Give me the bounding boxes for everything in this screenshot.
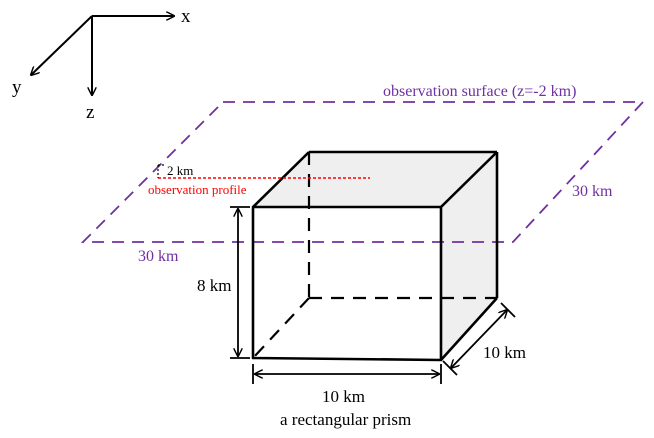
z-axis-label: z xyxy=(86,102,94,123)
prism-front-face xyxy=(251,205,443,362)
surface-width-label: 30 km xyxy=(138,248,179,265)
profile-offset-label: 2 km xyxy=(167,163,193,178)
prism-right-face xyxy=(441,152,497,360)
y-axis-label: y xyxy=(12,77,22,98)
prism-top-face xyxy=(253,152,497,207)
x-axis-label: x xyxy=(181,6,191,27)
depth-dimension-arrow xyxy=(451,310,507,368)
observation-surface-label: observation surface (z=-2 km) xyxy=(383,83,576,100)
axis-system xyxy=(31,16,174,95)
surface-depth-label: 30 km xyxy=(572,183,613,200)
width-label: 10 km xyxy=(322,387,365,406)
depth-label: 10 km xyxy=(483,343,526,362)
height-label: 8 km xyxy=(197,276,231,295)
y-axis-arrow xyxy=(31,15,93,75)
prism-hidden-edges xyxy=(252,152,497,359)
prism-caption: a rectangular prism xyxy=(280,410,411,429)
profile-offset-marker xyxy=(157,164,164,178)
observation-profile-label: observation profile xyxy=(148,182,247,197)
observation-surface xyxy=(80,101,646,243)
